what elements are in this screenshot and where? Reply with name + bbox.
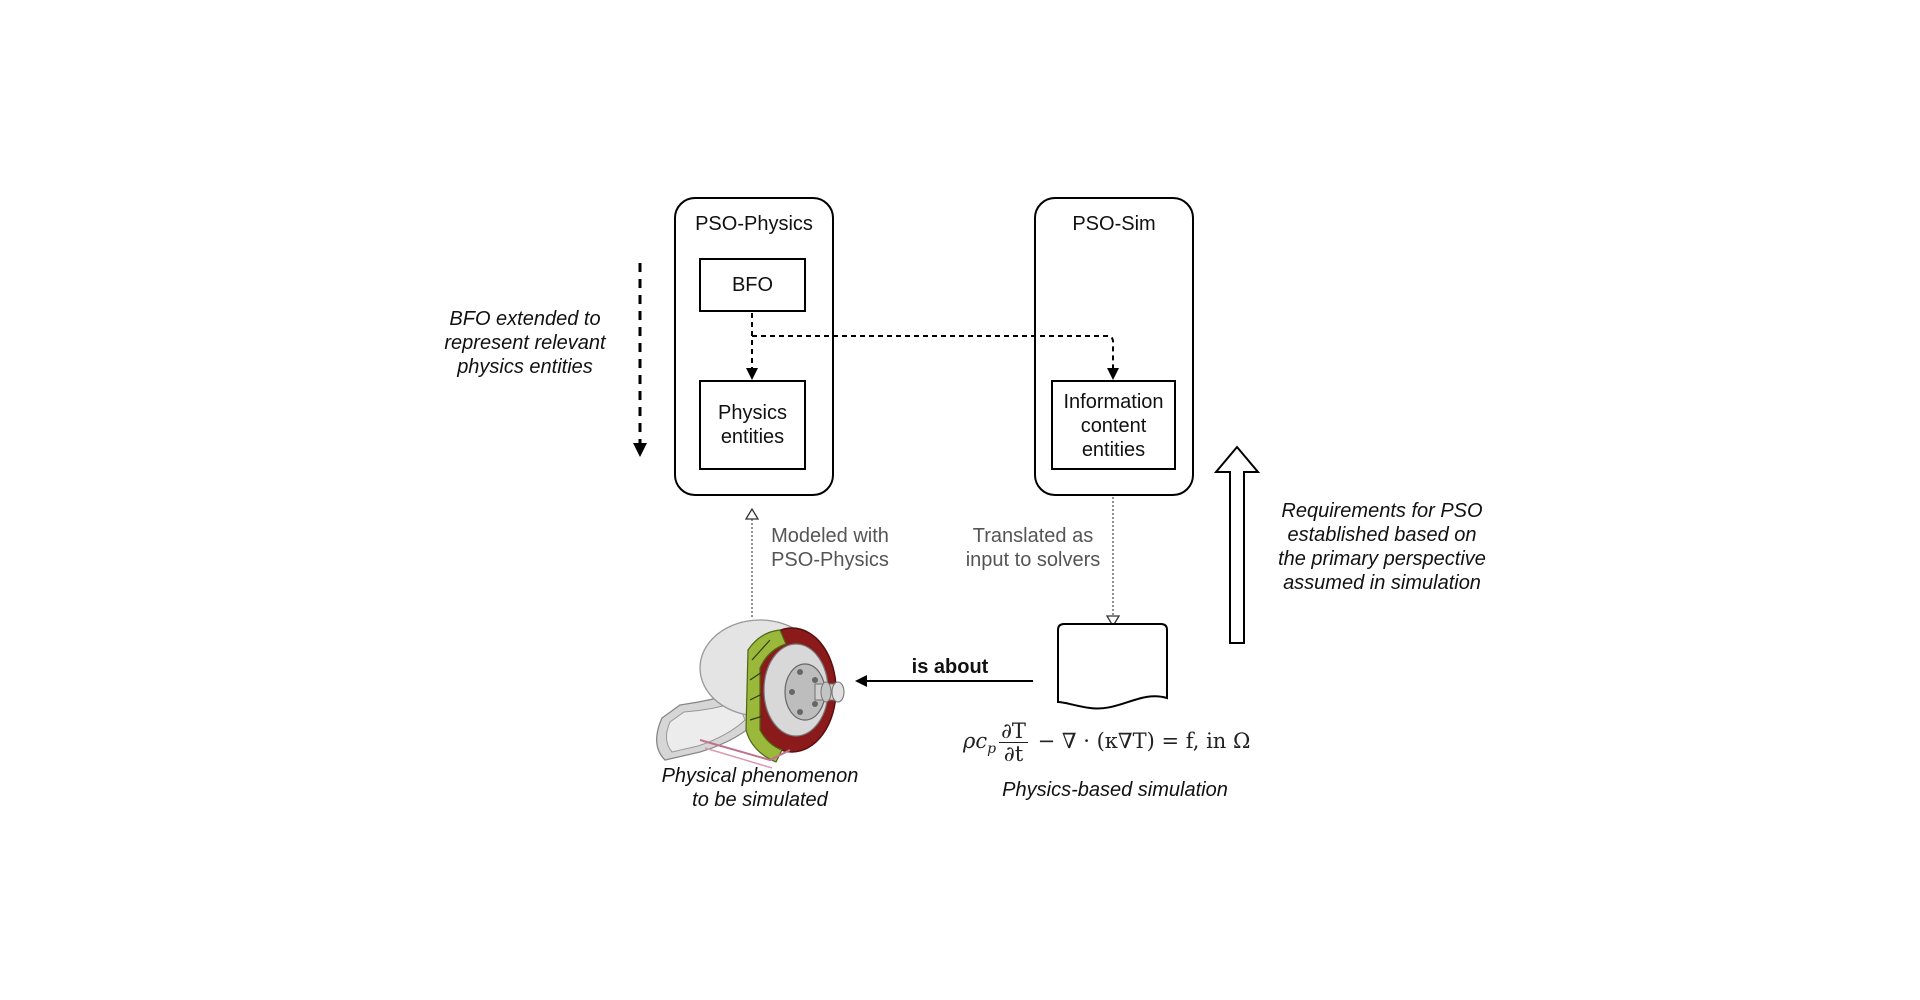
bfo-box (699, 258, 806, 312)
brake-disc-illustration (656, 619, 845, 769)
eq-rest: − ∇ · (κ∇T) = f, in Ω (1030, 729, 1251, 753)
axle-end (831, 681, 845, 703)
knuckle-inner-shape (666, 701, 746, 753)
physics-entities-line: Physics (718, 402, 787, 424)
requirements-line: assumed in simulation (1283, 572, 1481, 594)
translated-as-line: input to solvers (965, 549, 1101, 571)
ice-line: Information (1063, 391, 1164, 413)
requirements-annotation: Requirements for PSO established based o… (1262, 499, 1502, 595)
translated-as-label: Translated as input to solvers (958, 524, 1108, 572)
ice-line: entities (1081, 439, 1146, 461)
hub-stud (797, 709, 803, 715)
phenomenon-caption-line: Physical phenomenon (661, 765, 859, 787)
pso-sim-title: PSO-Sim (1072, 213, 1156, 235)
pso-physics-container (674, 197, 834, 496)
heat-equation: ρcp∂T∂t − ∇ · (κ∇T) = f, in Ω (963, 720, 1250, 765)
pso-sim-container (1034, 197, 1194, 496)
axle-collar (820, 681, 832, 703)
simulation-document-shape (1057, 623, 1168, 710)
bfo-label: BFO (731, 274, 774, 296)
translated-as-line: Translated as (972, 525, 1094, 547)
tie-rod-shape (704, 747, 773, 769)
ice-line: content (1080, 415, 1147, 437)
physics-entities-line: entities (720, 426, 785, 448)
modeled-with-line: PSO-Physics (771, 549, 889, 571)
requirements-line: Requirements for PSO (1281, 500, 1483, 522)
is-about-label: is about (911, 656, 989, 678)
bfo-extended-line: physics entities (457, 356, 593, 378)
physics-entities-label: Physics entities (700, 401, 805, 449)
ice-box (1051, 380, 1176, 470)
tie-rod-shape (699, 739, 791, 762)
modeled-with-line: Modeled with (771, 525, 889, 547)
eq-lhs-prefix: ρcp (963, 729, 997, 758)
modeled-with-label: Modeled with PSO-Physics (755, 524, 905, 572)
ice-label: Information content entities (1052, 390, 1175, 462)
eq-fraction: ∂T∂t (999, 720, 1028, 765)
caliper-shape (745, 629, 787, 763)
bfo-to-ice-arrow (752, 335, 1119, 380)
bfo-extended-line: represent relevant (444, 332, 606, 354)
eq-denominator: ∂t (1003, 742, 1024, 766)
hub-stud (812, 701, 818, 707)
phenomenon-caption-line: to be simulated (692, 789, 828, 811)
hub-stud (797, 669, 803, 675)
physics-entities-box (699, 380, 806, 470)
requirements-line: the primary perspective (1278, 548, 1486, 570)
pso-physics-title: PSO-Physics (695, 213, 813, 235)
bfo-extended-line: BFO extended to (449, 308, 601, 330)
phenomenon-caption: Physical phenomenon to be simulated (640, 764, 880, 812)
requirements-line: established based on (1287, 524, 1477, 546)
hub-stud (789, 689, 795, 695)
caliper-lines (749, 639, 771, 721)
bfo-extended-annotation: BFO extended to represent relevant physi… (430, 307, 620, 379)
requirements-up-arrow (1213, 445, 1261, 644)
eq-numerator: ∂T (999, 719, 1028, 743)
simulation-caption: Physics-based simulation (1002, 779, 1228, 801)
hub-stud (812, 677, 818, 683)
